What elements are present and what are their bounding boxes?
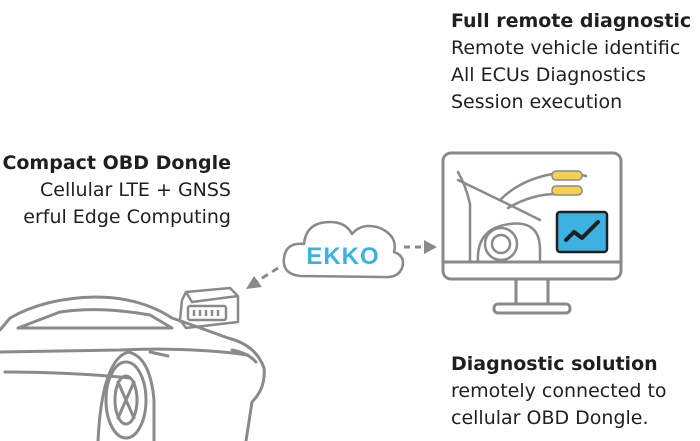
obd-dongle-title: Compact OBD Dongle — [2, 152, 231, 174]
diagnostic-solution-line: cellular OBD Dongle. — [451, 407, 649, 429]
remote-diagnostic-line: Remote vehicle identific — [451, 37, 681, 59]
status-bar-1 — [551, 170, 583, 181]
remote-diagnostic-title: Full remote diagnostic — [451, 10, 692, 32]
obd-dongle-icon — [178, 286, 240, 330]
arrow-to-dongle — [246, 266, 279, 289]
obd-dongle-line: Cellular LTE + GNSS — [40, 179, 231, 201]
status-bar-2 — [551, 185, 583, 196]
diagnostic-solution-line: remotely connected to — [451, 380, 667, 402]
obd-dongle-line: erful Edge Computing — [23, 206, 231, 228]
arrow-to-monitor — [404, 240, 437, 254]
monitor-icon — [441, 151, 623, 315]
remote-diagnostic-line: All ECUs Diagnostics — [451, 64, 646, 86]
obd-dongle-block: Compact OBD Dongle Cellular LTE + GNSS e… — [2, 150, 231, 231]
diagnostic-solution-block: Diagnostic solution remotely connected t… — [451, 351, 667, 432]
car-icon — [0, 295, 266, 441]
chart-icon — [555, 210, 609, 254]
diagnostic-solution-title: Diagnostic solution — [451, 353, 658, 375]
remote-diagnostic-block: Full remote diagnostic Remote vehicle id… — [451, 8, 691, 116]
cloud-icon: EKKO — [282, 220, 405, 279]
cloud-logo: EKKO — [306, 243, 379, 270]
remote-diagnostic-line: Session execution — [451, 91, 623, 113]
